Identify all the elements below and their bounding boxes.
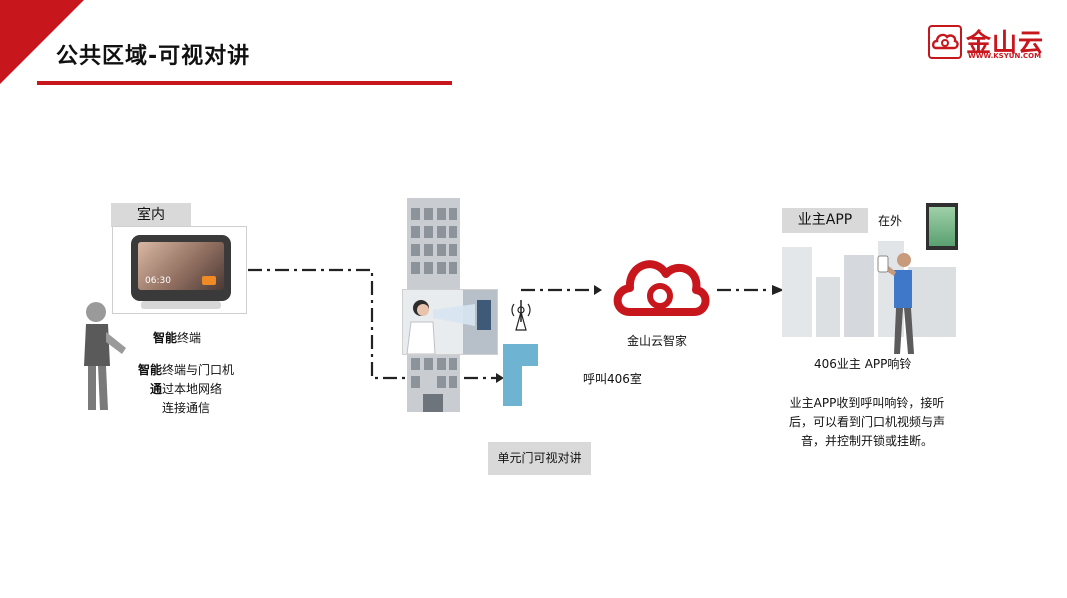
device-label-bold: 智能 xyxy=(153,331,178,345)
app-ring-text: 406业主 APP响铃 xyxy=(814,357,912,371)
face-recognition-photo xyxy=(402,289,498,355)
smart-display-device: 06:30 xyxy=(131,235,231,301)
screen-time: 06:30 xyxy=(145,276,171,286)
owner-desc-line2: 后，可以看到门口机视频与声 xyxy=(788,415,945,429)
city-owner-photo xyxy=(782,237,956,337)
cloud-icon xyxy=(610,250,710,320)
owner-desc-line1: 业主APP收到呼叫响铃，接听 xyxy=(789,396,945,410)
smart-terminal-photo: 06:30 xyxy=(112,226,247,314)
indoor-description: 智能终端与门口机 通过本地网络 连接通信 xyxy=(126,361,246,418)
indoor-desc-line2-bold: 通 xyxy=(149,382,162,396)
owner-description: 业主APP收到呼叫响铃，接听 后，可以看到门口机视频与声 音，并控制开锁或挂断。 xyxy=(772,394,962,451)
cloud-label: 金山云智家 xyxy=(627,334,688,348)
indoor-label: 室内 xyxy=(111,203,191,227)
cloud-logo-icon xyxy=(928,25,962,59)
logo-wordmark: 金山云 xyxy=(966,28,1045,57)
person-outside-icon xyxy=(876,250,920,358)
logo-url: WWW.KSYUN.COM xyxy=(968,52,1042,60)
device-label: 智能终端 xyxy=(153,329,201,346)
corner-accent xyxy=(0,0,84,84)
page-title: 公共区域-可视对讲 xyxy=(56,44,251,69)
outside-label: 在外 xyxy=(878,214,903,228)
indoor-desc-line2-rest: 过本地网络 xyxy=(162,382,223,396)
door-intercom-icon xyxy=(500,298,542,408)
device-label-rest: 终端 xyxy=(177,331,202,345)
phone-video-thumbnail xyxy=(926,203,958,250)
building-icon xyxy=(407,198,460,412)
smart-display-screen: 06:30 xyxy=(138,242,224,290)
call-room-text: 呼叫406室 xyxy=(583,372,642,386)
owner-app-label: 业主APP xyxy=(782,208,868,233)
phone-video-face xyxy=(929,207,955,246)
indoor-desc-line2: 通过本地网络 xyxy=(126,380,246,399)
title-underline xyxy=(37,81,452,85)
indoor-desc-line1-rest: 终端与门口机 xyxy=(162,363,235,377)
person-indoor-icon xyxy=(80,300,140,415)
indoor-desc-line3: 连接通信 xyxy=(161,401,210,415)
indoor-desc-line1-bold: 智能 xyxy=(137,363,162,377)
indoor-desc-line1: 智能终端与门口机 xyxy=(126,361,246,380)
owner-desc-line3: 音，并控制开锁或挂断。 xyxy=(800,434,933,448)
door-caption: 单元门可视对讲 xyxy=(488,442,591,475)
brand-logo: 金山云 WWW.KSYUN.COM xyxy=(928,25,1048,63)
screen-orange-badge xyxy=(202,276,216,285)
device-base xyxy=(141,301,221,309)
